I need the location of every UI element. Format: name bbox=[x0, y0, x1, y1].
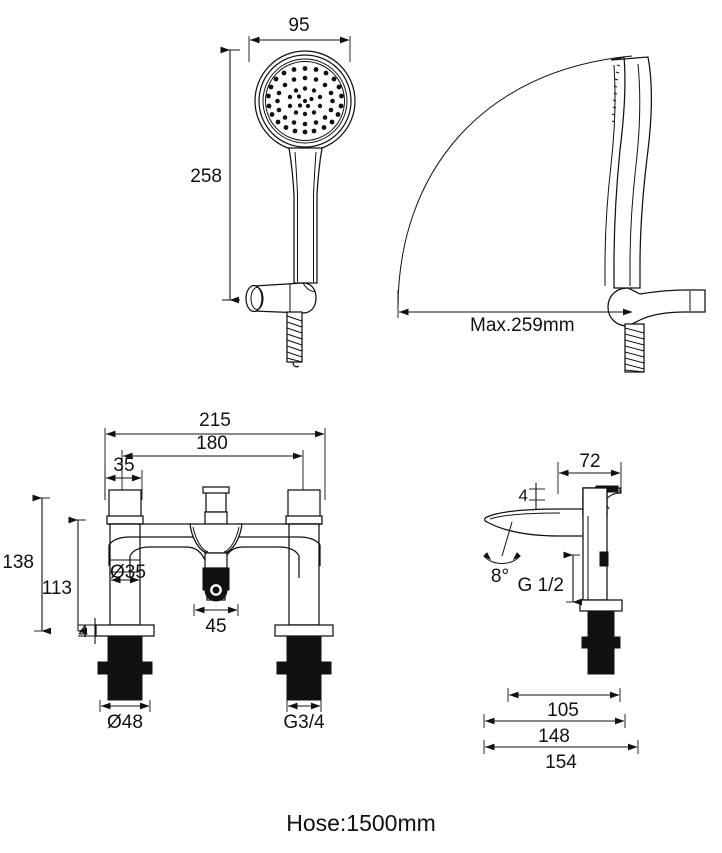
view-tap-side: 72 4 bbox=[483, 451, 639, 773]
dimension-label-handset-length: 258 bbox=[190, 166, 222, 187]
dimension-label-spout-thickness: 4 bbox=[519, 486, 528, 505]
swivel-spray-face bbox=[611, 64, 621, 123]
spray-nozzle-pattern bbox=[266, 66, 344, 135]
dimension-overall-height: 138 bbox=[2, 494, 51, 635]
dimension-base-diameter: Ø48 bbox=[99, 700, 151, 733]
dimension-spout-reach: 148 bbox=[483, 714, 626, 747]
tap-left-column bbox=[95, 489, 155, 701]
dimension-label-body-depth: 105 bbox=[547, 700, 579, 721]
handset-spray-head bbox=[254, 50, 356, 152]
dimension-label-overall-width: 215 bbox=[199, 410, 231, 431]
dimension-label-overall-depth: 154 bbox=[545, 752, 577, 773]
drawing-caption: Hose:1500mm bbox=[286, 810, 436, 836]
dimension-overall-depth: 154 bbox=[483, 740, 639, 773]
dimension-column-diameter: Ø35 bbox=[110, 562, 146, 584]
dimension-label-spout-reach: 148 bbox=[538, 726, 570, 747]
dimension-label-handle-length: 72 bbox=[579, 451, 600, 472]
tap-spout-side bbox=[484, 485, 623, 675]
dimension-label-centres-width: 180 bbox=[196, 433, 228, 454]
dimension-inlet-thread: G3/4 bbox=[283, 700, 325, 733]
tap-diverter bbox=[189, 486, 243, 602]
handset-hose-coil bbox=[286, 311, 303, 368]
dimension-diverter-width: 45 bbox=[193, 604, 239, 637]
dimension-label-overall-height: 138 bbox=[2, 552, 34, 573]
swivel-handset bbox=[604, 56, 652, 289]
view-handset-front: 95 258 bbox=[190, 15, 356, 368]
view-tap-front: 215 180 35 138 113 bbox=[2, 410, 334, 733]
dimension-label-spout-angle: 8° bbox=[491, 566, 509, 587]
dimension-label-body-height: 113 bbox=[42, 578, 72, 599]
dimension-body-depth: 105 bbox=[507, 688, 621, 721]
dimension-label-outlet-thread: G 1/2 bbox=[518, 575, 564, 596]
dimension-spout-angle: 8° bbox=[483, 521, 521, 587]
dimension-spout-thickness: 4 bbox=[519, 483, 545, 512]
dimension-label-handle-offset: 35 bbox=[113, 455, 134, 476]
dimension-handset-length: 258 bbox=[190, 46, 240, 304]
dimension-handle-offset: 35 bbox=[104, 455, 143, 500]
dimension-label-flange-thickness-front: 4 bbox=[79, 622, 88, 641]
swivel-arc bbox=[397, 55, 633, 309]
dimension-label-base-diameter: Ø48 bbox=[107, 712, 143, 733]
dimension-handset-width: 95 bbox=[248, 15, 351, 62]
handset-handle bbox=[288, 147, 323, 284]
dimension-label-column-diameter: Ø35 bbox=[110, 562, 146, 583]
dimension-label-handset-width: 95 bbox=[288, 15, 309, 36]
dimension-overall-width: 215 bbox=[104, 410, 326, 500]
view-handset-swivel: Max.259mm bbox=[397, 55, 706, 373]
dimension-label-inlet-thread: G3/4 bbox=[283, 712, 325, 733]
swivel-hose-coil bbox=[624, 323, 645, 373]
dimension-max-reach: Max.259mm bbox=[397, 290, 633, 336]
dimension-body-height: 113 bbox=[42, 516, 87, 635]
dimension-label-diverter-width: 45 bbox=[205, 616, 226, 637]
dimension-outlet-thread: G 1/2 bbox=[518, 551, 582, 606]
swivel-wall-bracket bbox=[607, 287, 706, 327]
dimension-label-max-reach: Max.259mm bbox=[470, 315, 575, 336]
dimension-handle-length: 72 bbox=[557, 451, 622, 494]
tap-right-column bbox=[274, 489, 334, 701]
handset-wall-bracket bbox=[245, 282, 317, 314]
